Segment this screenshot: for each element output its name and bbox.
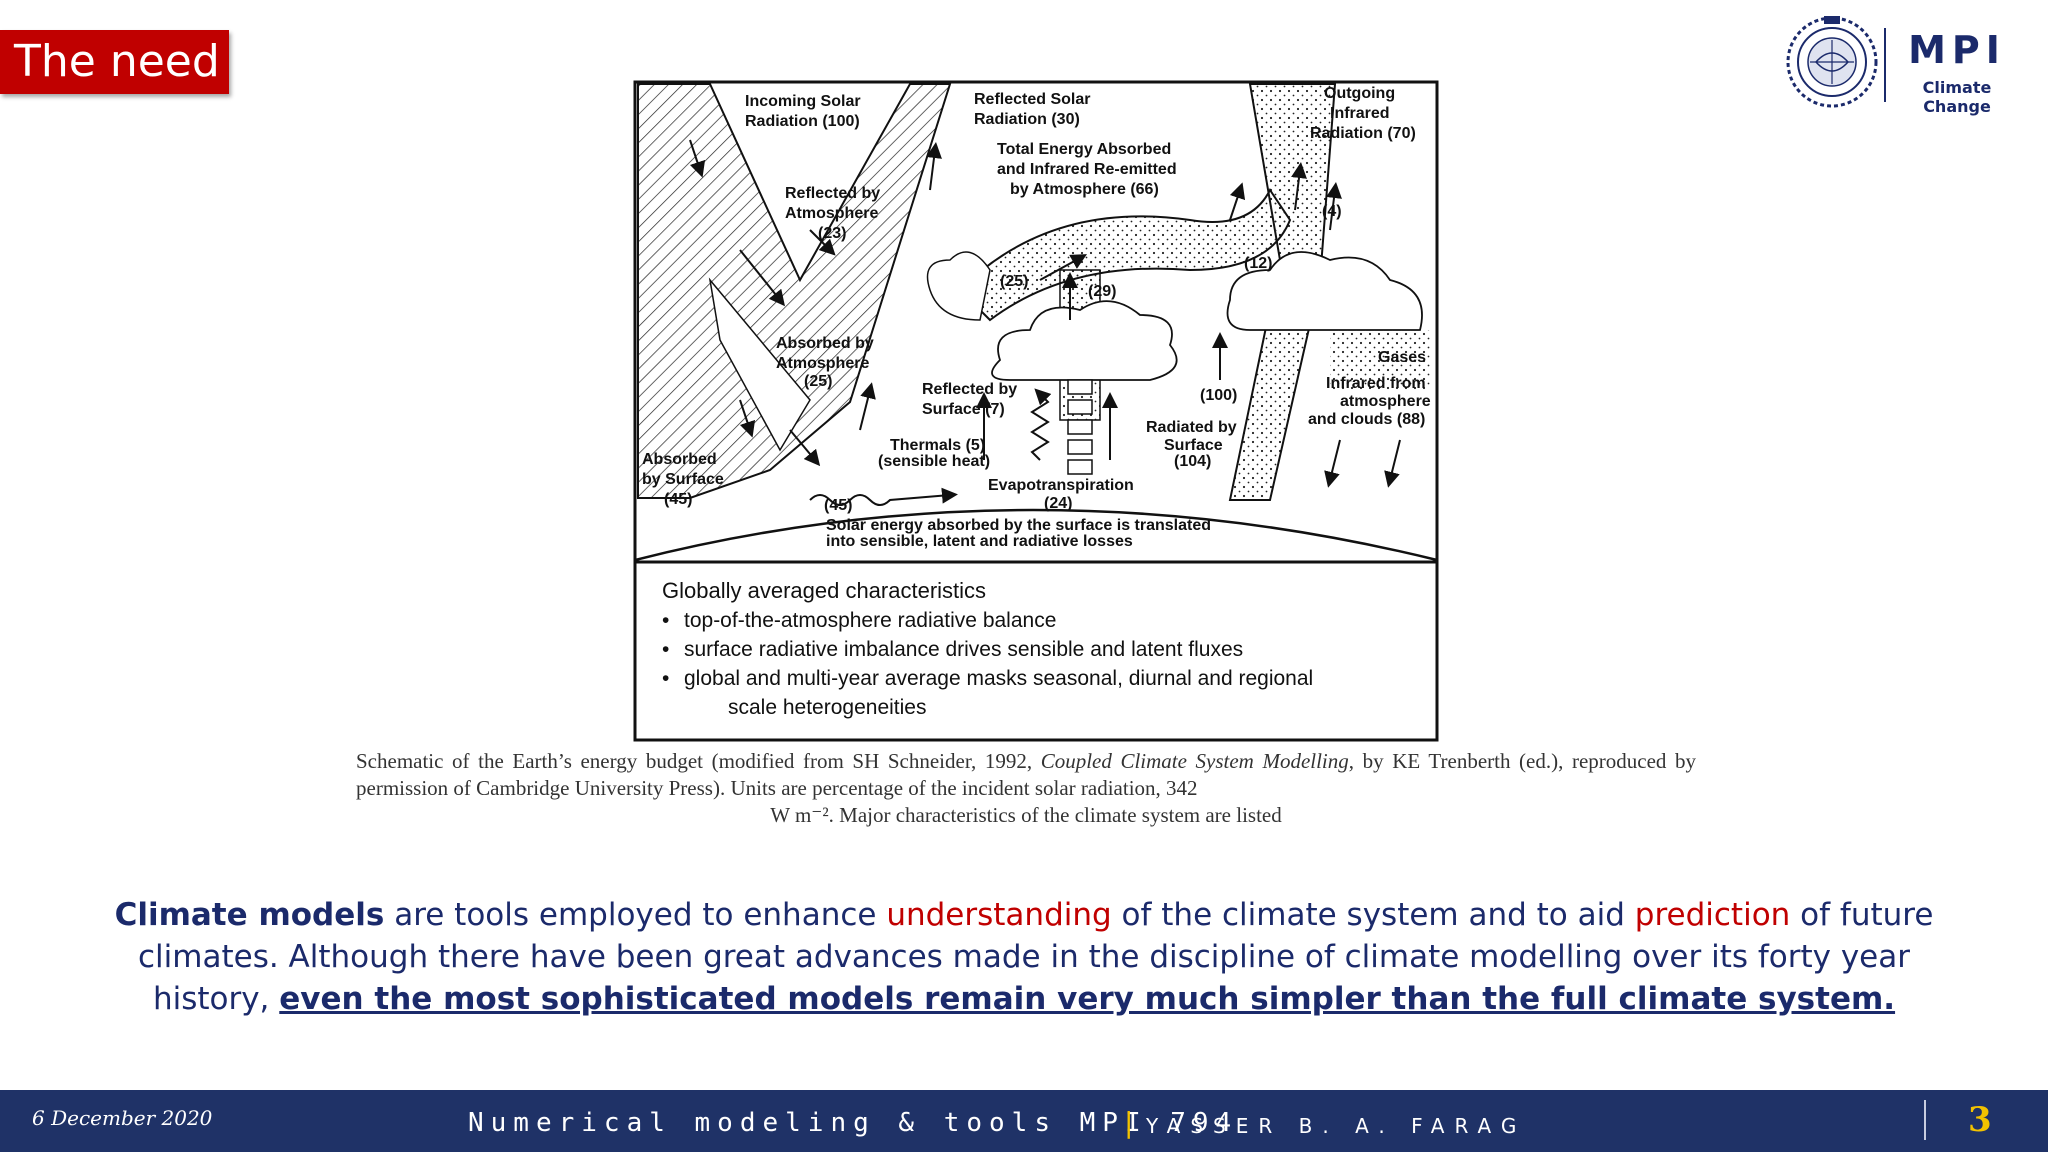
label-n12: (12) <box>1244 255 1272 272</box>
logo-subtitle: Climate Change <box>1922 78 1992 116</box>
label-note-line-1: Solar energy absorbed by the surface is … <box>826 517 1211 534</box>
characteristic-3-continued: scale heterogeneities <box>728 696 926 719</box>
body-paragraph: Climate models are tools employed to enh… <box>90 894 1958 1020</box>
label-thermals-line-1: Thermals (5) <box>890 437 985 454</box>
label-n29: (29) <box>1088 283 1116 300</box>
label-abs-atm-line-1: Absorbed by <box>776 335 874 352</box>
label-rad-surf-line-2: Surface <box>1164 437 1223 454</box>
footer-bar: 6 December 2020 Numerical modeling & too… <box>0 1090 2048 1152</box>
page-number: 3 <box>1968 1100 1992 1140</box>
caption-part-1: Schematic of the Earth’s energy budget (… <box>356 749 1033 773</box>
slide-title: The need <box>0 30 229 94</box>
label-incoming-line-1: Incoming Solar <box>745 93 861 110</box>
seal-icon <box>1786 16 1878 108</box>
label-abs-surf-line-3: (45) <box>664 491 692 508</box>
characteristic-2: surface radiative imbalance drives sensi… <box>684 638 1243 661</box>
label-note-line-2: into sensible, latent and radiative loss… <box>826 533 1133 550</box>
characteristics-title: Globally averaged characteristics <box>662 578 986 603</box>
label-n45: (45) <box>824 497 852 514</box>
label-ir-from-line-3: and clouds (88) <box>1308 411 1425 428</box>
body-underlined: even the most sophisticated models remai… <box>279 981 1896 1017</box>
evapotranspiration-ladder <box>1067 379 1093 475</box>
body-strong: Climate models <box>114 897 385 933</box>
caption-part-3: W m⁻². Major characteristics of the clim… <box>770 803 1282 827</box>
caption-citation: Coupled Climate System Modelling <box>1040 749 1349 773</box>
label-absorbed-surface: Absorbed by Surface (45) <box>642 451 724 508</box>
cloud-right <box>1226 251 1423 331</box>
label-n4: (4) <box>1322 203 1342 220</box>
footer-course: Numerical modeling & tools MPI 794 <box>468 1108 1239 1138</box>
body-text-3: of future climates. Although there have … <box>138 897 1934 1017</box>
bullet-1: • <box>662 609 669 632</box>
label-refl-surf-line-1: Reflected by <box>922 381 1017 398</box>
characteristics-box: Globally averaged characteristics • top-… <box>662 578 1313 719</box>
logo-name: MPI <box>1908 28 2006 72</box>
logo-divider <box>1884 28 1886 102</box>
label-evap-line-1: Evapotranspiration <box>988 477 1134 494</box>
label-reflected-atmosphere: Reflected by Atmosphere (23) <box>785 185 880 242</box>
incoming-solar-beam <box>637 83 952 499</box>
footer-separator: | <box>1124 1106 1134 1139</box>
label-incoming-line-2: Radiation (100) <box>745 113 860 130</box>
label-refl-atm-line-2: Atmosphere <box>785 205 878 222</box>
label-outgoing-line-2: Infrared <box>1330 105 1390 122</box>
earth-surface <box>633 508 1439 564</box>
label-total-absorbed: Total Energy Absorbed and Infrared Re-emi… <box>997 141 1177 198</box>
body-text-2: of the climate system and to aid <box>1111 897 1635 933</box>
label-n25: (25) <box>1000 273 1028 290</box>
label-evap-line-2: (24) <box>1044 495 1072 512</box>
body-highlight-prediction: prediction <box>1634 897 1791 933</box>
label-refl-atm-line-1: Reflected by <box>785 185 880 202</box>
label-solar-note: Solar energy absorbed by the surface is … <box>826 517 1211 550</box>
mpi-logo: MPI Climate Change <box>1782 14 2022 116</box>
label-absorbed-atmosphere: Absorbed by Atmosphere(25) <box>776 335 874 390</box>
label-refl-surf-line-2: Surface (7) <box>922 401 1005 418</box>
label-gases: Gases <box>1378 349 1426 366</box>
label-abs-surf-line-2: by Surface <box>642 471 724 488</box>
label-outgoing-line-1: Outgoing <box>1324 85 1395 102</box>
figure-caption: Schematic of the Earth’s energy budget (… <box>356 748 1696 829</box>
caption-part-2: , by KE Trenberth (ed.), reproduced by p… <box>356 749 1697 800</box>
label-total-line-3: by Atmosphere (66) <box>1010 181 1159 198</box>
label-thermals-line-2: (sensible heat) <box>878 453 990 470</box>
label-abs-surf-line-1: Absorbed <box>642 451 717 468</box>
label-ir-from-line-1: Infrared from <box>1326 375 1426 392</box>
label-n100: (100) <box>1200 387 1237 404</box>
body-text-1: are tools employed to enhance <box>384 897 887 933</box>
label-refl-atm-line-3: (23) <box>818 225 846 242</box>
footer-date: 6 December 2020 <box>32 1106 213 1130</box>
label-thermals: Thermals (5)(sensible heat) <box>878 437 990 470</box>
label-reflected-surface: Reflected by Surface (7) <box>922 381 1017 418</box>
characteristic-3: global and multi-year average masks seas… <box>684 667 1313 690</box>
label-rad-surf-line-3: (104) <box>1174 453 1211 470</box>
label-total-line-1: Total Energy Absorbed <box>997 141 1171 158</box>
label-total-line-2: and Infrared Re-emitted <box>997 161 1177 178</box>
label-reflected-solar-line-1: Reflected Solar <box>974 91 1090 108</box>
body-highlight-understanding: understanding <box>886 897 1112 933</box>
footer-author: YASSER B. A. FARAG <box>1146 1114 1527 1138</box>
label-reflected-solar-line-2: Radiation (30) <box>974 111 1080 128</box>
label-rad-surf-line-1: Radiated by <box>1146 419 1237 436</box>
footer-divider <box>1924 1100 1926 1140</box>
label-abs-atm-line-3: (25) <box>804 373 832 390</box>
bullet-3: • <box>662 667 669 690</box>
label-ir-from-line-2: atmosphere <box>1340 393 1431 410</box>
characteristic-1: top-of-the-atmosphere radiative balance <box>684 609 1056 632</box>
label-evapotranspiration: Evapotranspiration(24) <box>988 477 1134 512</box>
label-outgoing-line-3: Radiation (70) <box>1310 125 1416 142</box>
label-abs-atm-line-2: Atmosphere <box>776 355 869 372</box>
bullet-2: • <box>662 638 669 661</box>
